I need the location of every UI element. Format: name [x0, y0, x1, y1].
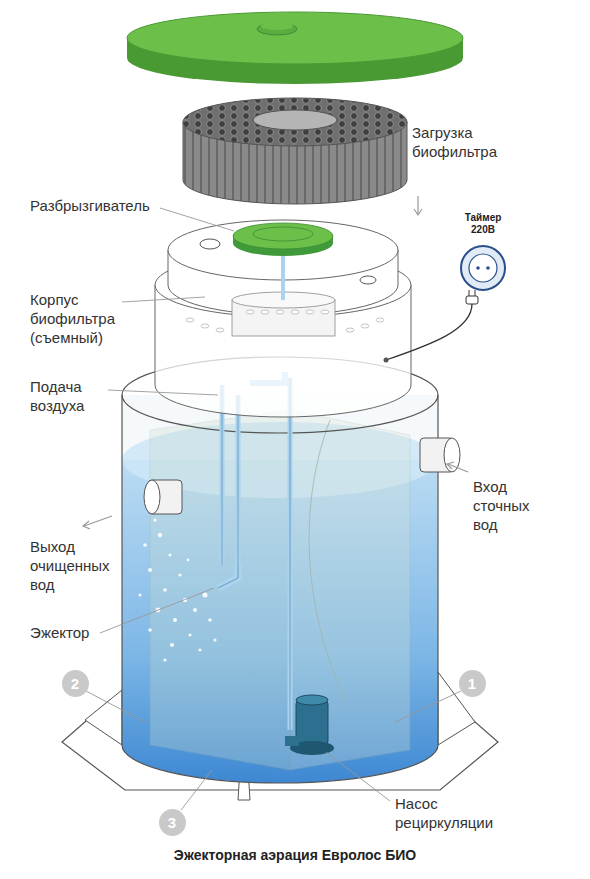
part-label: Корпус биофильтра (съемный)	[30, 291, 126, 347]
part-label: Загрузка биофильтра	[412, 124, 507, 162]
callout-number: 2	[62, 670, 89, 697]
part-label: Разбрызгиватель	[30, 197, 165, 216]
part-label: Подача воздуха	[30, 378, 106, 416]
callout-text: 2	[71, 675, 79, 692]
part-label: Эжектор	[30, 624, 110, 643]
caption: Эжекторная аэрация Евролос БИО	[10, 847, 580, 865]
callout-text: 1	[468, 675, 476, 692]
part-label: Вход сточных вод	[473, 478, 547, 534]
part-label: Выход очищенных вод	[30, 538, 122, 594]
callout-number: 1	[459, 670, 486, 697]
timer-label: Таймер 220В	[458, 212, 508, 235]
callout-text: 3	[168, 814, 176, 831]
callout-number: 3	[159, 809, 186, 836]
part-label: Насос рециркуляции	[395, 795, 525, 833]
